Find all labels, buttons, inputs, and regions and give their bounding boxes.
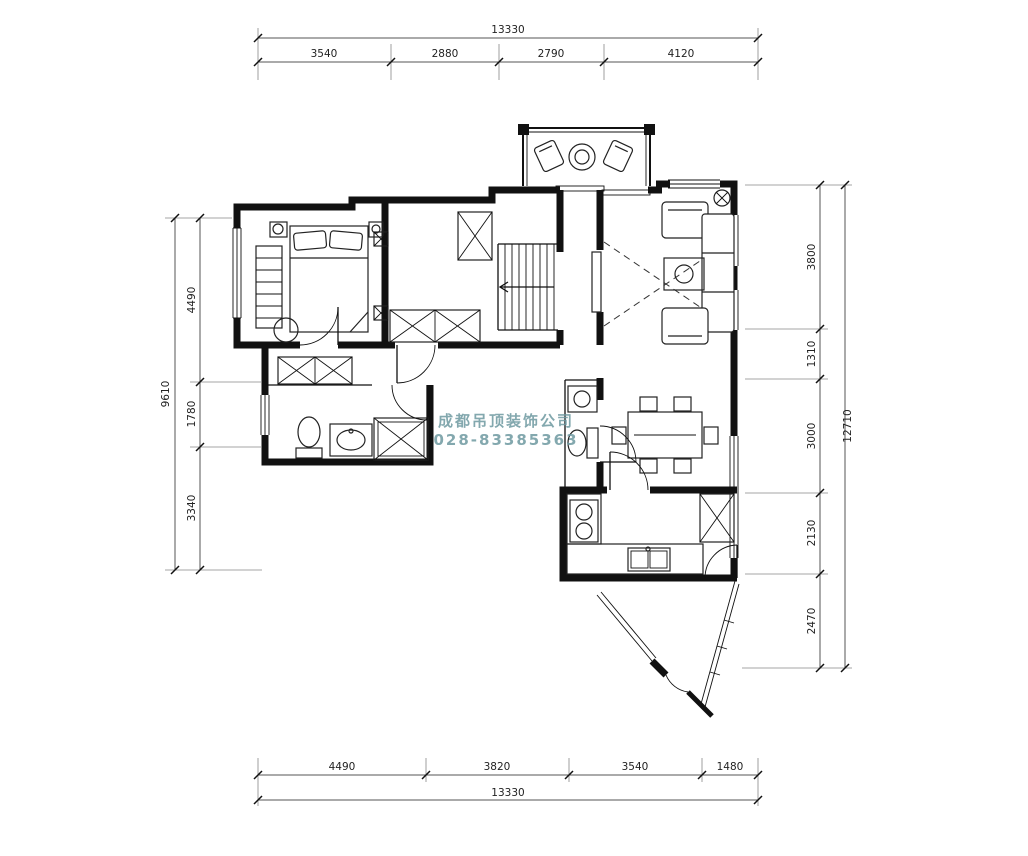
dim-label: 2790 (538, 48, 565, 60)
nightstand (368, 221, 384, 238)
bottom-balcony (596, 580, 740, 718)
kitchen (566, 493, 735, 575)
dimension-bottom: 4490 3820 3540 1480 13330 (253, 758, 763, 806)
dining-chair (673, 458, 692, 474)
balcony-post (644, 124, 655, 135)
top-balcony (518, 124, 655, 196)
dim-label: 3340 (186, 495, 198, 522)
dim-label: 2130 (806, 520, 818, 547)
balcony-chair (533, 139, 565, 173)
vanity-sink (329, 423, 373, 457)
balcony-chair (602, 139, 634, 173)
balcony-table (568, 143, 596, 171)
sofa-set (661, 201, 735, 345)
kitchen-sink (627, 546, 671, 572)
dim-label: 2880 (432, 48, 459, 60)
toilet (295, 416, 323, 459)
bedroom (255, 221, 384, 343)
door-arcs (299, 306, 738, 579)
dim-label: 1780 (186, 401, 198, 428)
coffee-table (663, 257, 705, 291)
watermark-line2: 028-83385363 (433, 431, 578, 449)
dim-label: 1480 (717, 761, 744, 773)
dim-label-total-bottom: 13330 (491, 787, 524, 799)
dresser (255, 245, 283, 329)
dimension-left: 9610 4490 1780 3340 (160, 213, 262, 575)
dim-label: 1310 (806, 341, 818, 368)
round-rug (273, 317, 299, 343)
balcony-post (518, 124, 529, 135)
main-bathroom (277, 356, 429, 461)
dim-label-total-top: 13330 (491, 24, 524, 36)
bed (289, 225, 369, 333)
dim-label: 4490 (329, 761, 356, 773)
wardrobe (457, 211, 493, 261)
dim-label: 3800 (806, 244, 818, 271)
tv-cabinet (591, 251, 602, 313)
kitchen-counter (566, 493, 602, 545)
dim-label: 3820 (484, 761, 511, 773)
wardrobe-room (373, 211, 493, 343)
sliding-door-panel (601, 189, 651, 196)
sliding-door-panel (555, 185, 605, 192)
dining-table (627, 411, 703, 459)
dim-label: 4120 (668, 48, 695, 60)
dining-chair (673, 396, 692, 412)
wardrobe (389, 309, 481, 343)
wall-cabinet (373, 231, 389, 247)
kitchen-counter (566, 543, 704, 575)
dining-chair (703, 426, 719, 445)
dim-label: 4490 (186, 287, 198, 314)
living-room (591, 189, 735, 345)
staircase (498, 244, 555, 330)
small-bathroom (567, 385, 599, 459)
toilet (567, 427, 599, 459)
dimension-top: 13330 3540 2880 2790 4120 (253, 24, 763, 80)
dining-room (611, 396, 719, 474)
bathroom-sink (567, 385, 598, 413)
dim-label: 3540 (311, 48, 338, 60)
dining-chair (611, 426, 627, 445)
wall-cabinet (373, 305, 389, 321)
watermark: 成都吊顶装饰公司 028-83385363 (433, 412, 578, 449)
dim-label-total-left: 9610 (160, 381, 172, 408)
dining-chair (639, 396, 658, 412)
dim-label-total-right: 12710 (842, 409, 854, 442)
stove (569, 499, 599, 543)
hallway-cabinet (277, 356, 353, 385)
dimension-right: 3800 1310 3000 2130 2470 12710 (742, 180, 854, 673)
door-leaf (686, 690, 714, 718)
fridge (699, 493, 735, 543)
dim-label: 2470 (806, 608, 818, 635)
dim-label: 3000 (806, 423, 818, 450)
watermark-line1: 成都吊顶装饰公司 (438, 412, 574, 430)
washing-machine (373, 417, 429, 461)
nightstand (269, 221, 288, 238)
dim-label: 3540 (622, 761, 649, 773)
plant (713, 189, 731, 207)
